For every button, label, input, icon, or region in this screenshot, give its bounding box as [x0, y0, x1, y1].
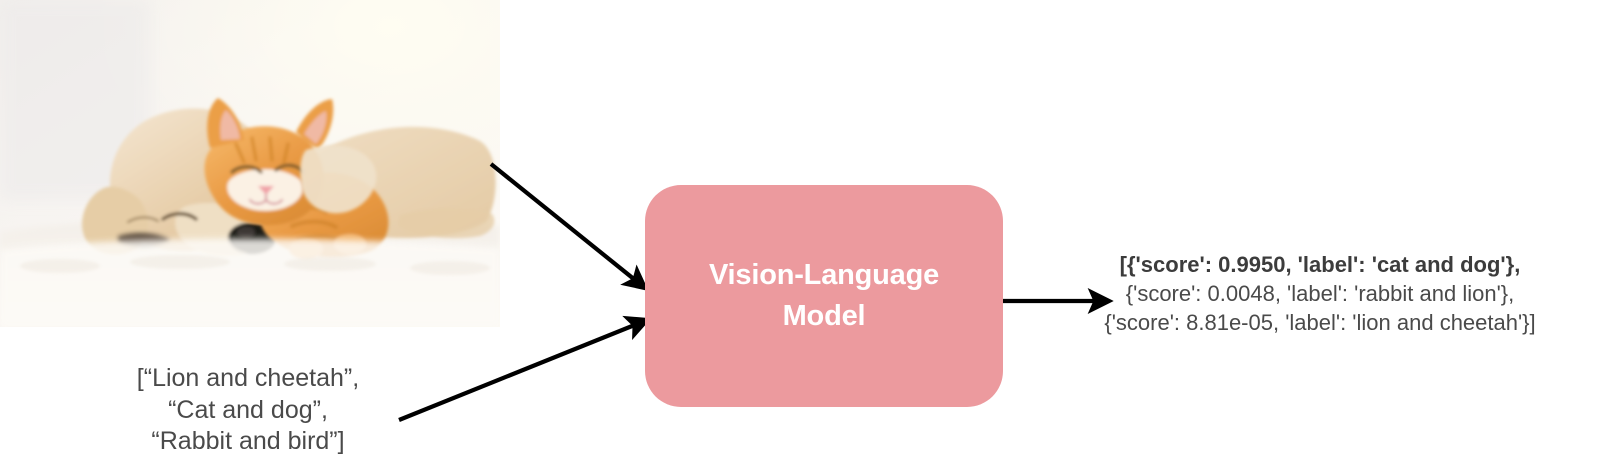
prediction-line-3: {'score': 8.81e-05, 'label': 'lion and c…	[1104, 310, 1536, 335]
input-image	[0, 0, 500, 327]
arrow-image-to-model	[489, 162, 649, 291]
prediction-line-1: [{'score': 0.9950, 'label': 'cat and dog…	[1119, 252, 1521, 277]
candidate-labels-list: [“Lion and cheetah”, “Cat and dog”, “Rab…	[136, 364, 360, 455]
prediction-line-2: {'score': 0.0048, 'label': 'rabbit and l…	[1125, 281, 1515, 306]
vision-language-model-box[interactable]: Vision-Language Model	[645, 185, 1003, 407]
arrow-prompt-to-model	[398, 315, 652, 422]
model-box-label: Vision-Language Model	[708, 258, 940, 332]
prediction-scores: [{'score': 0.9950, 'label': 'cat and dog…	[1040, 250, 1600, 337]
